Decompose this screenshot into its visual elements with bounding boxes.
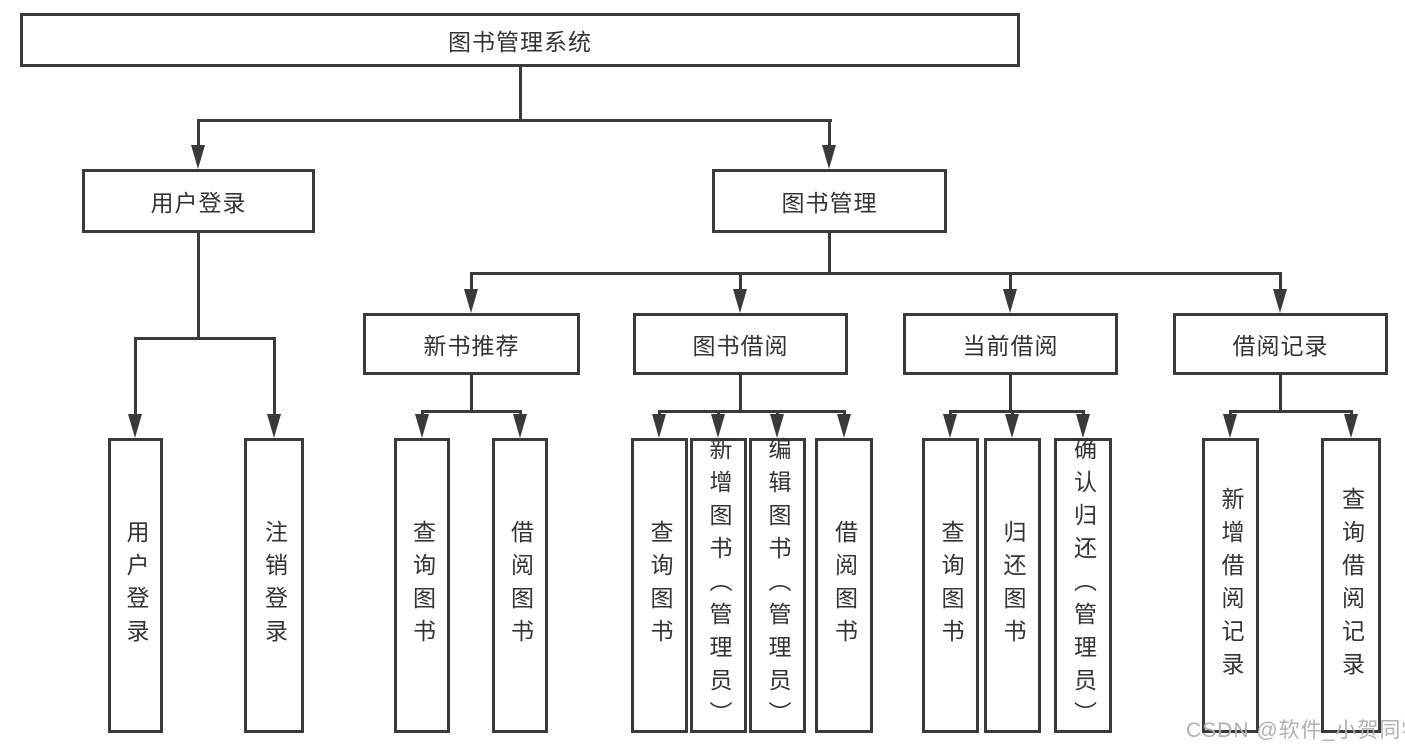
connector-current-borrow-bar [949, 410, 1085, 413]
arrow-down-icon [822, 119, 837, 169]
node-leaf-edit-books-admin: 编辑图书（管理员） [749, 437, 806, 734]
node-label: 确认归还（管理员） [1070, 437, 1097, 734]
arrow-down-icon [191, 119, 206, 169]
arrow-down-icon [1003, 272, 1018, 313]
arrow-down-icon [943, 410, 958, 438]
node-leaf-borrow-books-borrowing: 借阅图书 [815, 438, 873, 733]
node-leaf-user-login: 用户登录 [108, 438, 163, 733]
node-borrowing-records: 借阅记录 [1173, 313, 1388, 375]
node-label: 新增借阅记录 [1218, 486, 1244, 685]
connector-borrow-records-stem [1279, 375, 1282, 410]
connector-book-borrow-bar [658, 410, 845, 413]
node-leaf-query-books-borrowing: 查询图书 [631, 438, 688, 733]
arrow-down-icon [1273, 272, 1288, 313]
arrow-down-icon [1005, 410, 1020, 438]
connector-root-stem [519, 67, 522, 119]
node-label: 查询图书 [409, 519, 436, 652]
node-user-login: 用户登录 [82, 169, 315, 233]
watermark-text: CSDN @软件_小贺同学 [1186, 719, 1405, 742]
node-book-management: 图书管理 [712, 169, 947, 233]
arrow-down-icon [652, 410, 667, 438]
node-label: 查询图书 [938, 519, 964, 652]
arrow-down-icon [711, 410, 726, 438]
connector-user-login-bar [134, 337, 276, 340]
node-book-borrowing: 图书借阅 [633, 313, 848, 375]
node-new-book-recommend: 新书推荐 [363, 313, 580, 375]
node-label: 归还图书 [1000, 519, 1026, 652]
connector-book-mgmt-stem [828, 233, 831, 272]
arrow-down-icon [837, 410, 852, 438]
node-leaf-query-books-current: 查询图书 [922, 438, 979, 733]
node-current-borrowing: 当前借阅 [903, 313, 1118, 375]
node-leaf-add-books-admin: 新增图书（管理员） [690, 437, 747, 734]
connector-current-borrow-stem [1009, 375, 1012, 410]
connector-user-login-stem [197, 233, 200, 337]
arrow-down-icon [770, 410, 785, 438]
connector-new-book-stem [470, 375, 473, 410]
node-leaf-borrow-books-recommend: 借阅图书 [492, 438, 548, 733]
node-leaf-query-books-recommend: 查询图书 [394, 438, 450, 733]
node-leaf-confirm-return-admin: 确认归还（管理员） [1054, 437, 1112, 734]
node-leaf-return-books: 归还图书 [984, 438, 1041, 733]
node-leaf-query-borrow-record: 查询借阅记录 [1321, 438, 1381, 733]
node-label: 新增图书（管理员） [706, 437, 732, 734]
node-label: 图书管理系统 [448, 29, 592, 55]
node-label: 新书推荐 [423, 333, 520, 359]
arrow-down-icon [267, 337, 282, 438]
arrow-down-icon [1076, 410, 1091, 438]
node-label: 查询图书 [647, 519, 673, 652]
node-label: 图书借阅 [692, 333, 789, 359]
connector-book-mgmt-bar [470, 272, 1282, 275]
arrow-down-icon [733, 272, 748, 313]
node-label: 编辑图书（管理员） [765, 437, 791, 734]
node-label: 借阅记录 [1232, 333, 1329, 359]
node-label: 用户登录 [150, 190, 247, 216]
connector-root-bar [197, 119, 832, 122]
arrow-down-icon [513, 410, 528, 438]
arrow-down-icon [415, 410, 430, 438]
node-leaf-add-borrow-record: 新增借阅记录 [1202, 438, 1259, 733]
node-label: 注销登录 [261, 519, 288, 652]
node-label: 查询借阅记录 [1338, 486, 1365, 685]
connector-book-borrow-stem [739, 375, 742, 410]
connector-new-book-bar [421, 410, 522, 413]
node-label: 借阅图书 [507, 519, 534, 652]
arrow-down-icon [464, 272, 479, 313]
arrow-down-icon [1223, 410, 1238, 438]
connector-borrow-records-bar [1229, 410, 1352, 413]
node-label: 借阅图书 [831, 519, 858, 652]
node-label: 用户登录 [123, 519, 149, 652]
node-library-management-system: 图书管理系统 [20, 13, 1020, 67]
node-label: 当前借阅 [962, 333, 1059, 359]
arrow-down-icon [128, 337, 143, 438]
arrow-down-icon [1344, 410, 1359, 438]
node-label: 图书管理 [781, 190, 878, 216]
node-leaf-logout: 注销登录 [244, 438, 304, 733]
